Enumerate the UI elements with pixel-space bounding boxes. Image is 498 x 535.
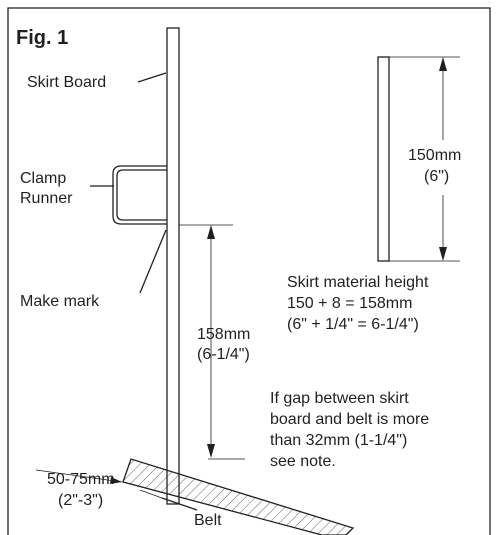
dim-150-mm-label: 150mm xyxy=(408,147,461,164)
dim-150-arrow-up xyxy=(439,57,447,71)
note-line-4: see note. xyxy=(270,453,336,470)
note-line-1: If gap between skirt xyxy=(270,390,409,407)
gap-in-label: (2"-3") xyxy=(58,492,103,509)
dim-158-arrow-up xyxy=(207,225,215,239)
gap-arrow-left xyxy=(110,477,122,484)
dim-150-in-label: (6") xyxy=(424,168,449,185)
dim-158-in-label: (6-1/4") xyxy=(197,346,250,363)
make-mark-leader xyxy=(139,229,167,294)
note-line-2: board and belt is more xyxy=(270,411,429,428)
figure-title-text: Fig. 1 xyxy=(16,27,68,49)
height-title: Skirt material height xyxy=(287,274,429,291)
height-metric: 150 + 8 = 158mm xyxy=(287,295,412,312)
gap-dim-left xyxy=(35,469,123,483)
skirt-material-strip xyxy=(377,56,390,262)
skirt-board-label: Skirt Board xyxy=(27,74,106,91)
skirt-board xyxy=(166,27,180,505)
note-line-3: than 32mm (1-1/4") xyxy=(270,432,407,449)
dim-150-arrow-down xyxy=(439,247,447,261)
belt-leader xyxy=(161,497,198,511)
gap-mm-label: 50-75mm xyxy=(47,471,115,488)
runner-label: Runner xyxy=(20,190,73,207)
dim-158-mm-label: 158mm xyxy=(197,326,250,343)
figure-frame xyxy=(7,7,491,535)
clamp-runner-bracket xyxy=(112,165,167,225)
height-imperial: (6" + 1/4" = 6-1/4") xyxy=(287,316,419,333)
make-mark-label: Make mark xyxy=(20,293,100,310)
dim-158-arrow-down xyxy=(207,444,215,458)
clamp-runner-bracket-inner xyxy=(116,169,167,221)
belt-label: Belt xyxy=(194,512,222,529)
skirt-board-leader xyxy=(137,72,167,83)
clamp-label: Clamp xyxy=(20,170,66,187)
belt xyxy=(122,458,355,535)
gap-dim-right xyxy=(139,489,163,499)
